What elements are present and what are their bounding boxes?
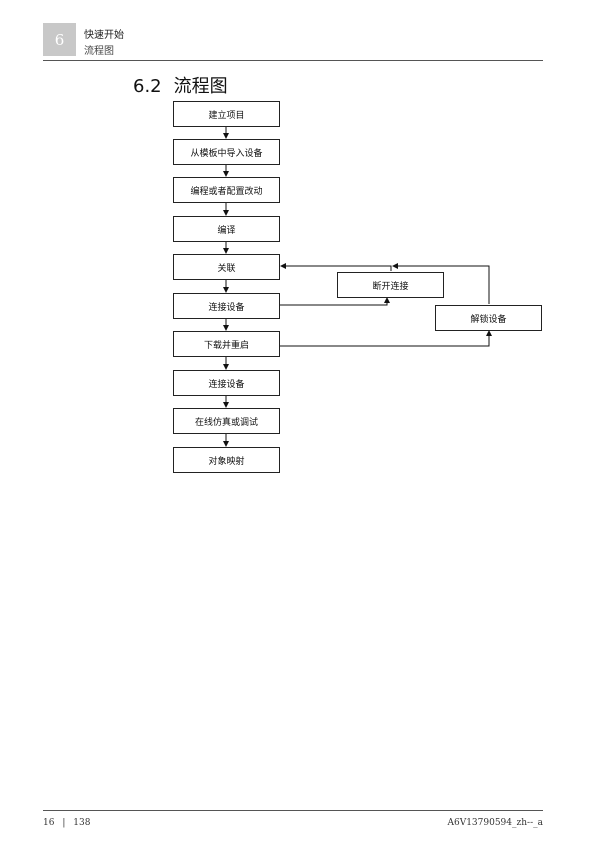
step-program-or-configure: 编程或者配置改动 (173, 177, 280, 203)
section-number: 6.2 (133, 76, 162, 97)
section-heading-title: 流程图 (173, 76, 228, 97)
step-download-restart: 下载并重启 (173, 331, 280, 357)
current-page: 16 (43, 818, 55, 828)
footer-divider (43, 810, 543, 811)
step-import-from-template: 从模板中导入设备 (173, 139, 280, 165)
arrow-connect-to-disconnect (280, 297, 390, 306)
section-heading: 6.2 流程图 (133, 72, 228, 98)
step-connect-device-2: 连接设备 (173, 370, 280, 396)
step-associate: 关联 (173, 254, 280, 280)
page-separator: | (62, 818, 66, 828)
section-subtitle: 流程图 (84, 46, 114, 57)
chapter-title: 快速开始 (84, 30, 124, 41)
step-compile: 编译 (173, 216, 280, 242)
total-pages: 138 (73, 818, 91, 828)
step-disconnect: 断开连接 (337, 272, 444, 298)
step-connect-device: 连接设备 (173, 293, 280, 319)
document-id: A6V13790594_zh--_a (447, 818, 543, 828)
arrow-unlock-to-associate (392, 263, 490, 304)
step-unlock-device: 解锁设备 (435, 305, 542, 331)
page-number: 16 | 138 (43, 818, 90, 828)
step-online-simulate-debug: 在线仿真或调试 (173, 408, 280, 434)
chapter-number-box: 6 (43, 23, 76, 56)
step-create-project: 建立项目 (173, 101, 280, 127)
arrow-disconnect-to-associate (280, 263, 392, 271)
header-divider (43, 60, 543, 61)
step-object-mapping: 对象映射 (173, 447, 280, 473)
arrow-download-to-unlock (280, 330, 492, 347)
